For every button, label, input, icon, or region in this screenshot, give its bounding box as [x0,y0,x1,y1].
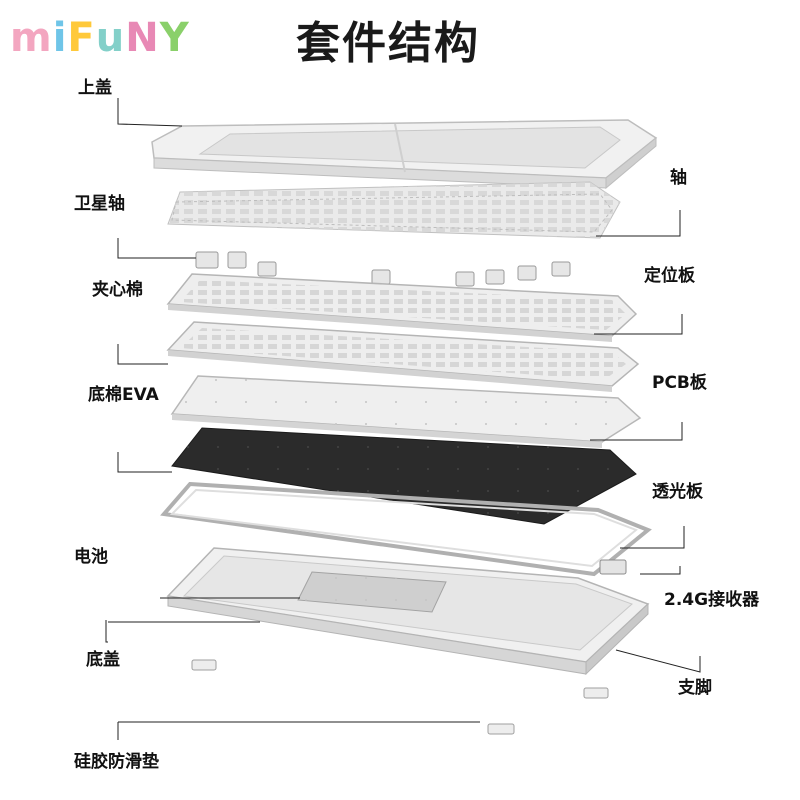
label-stabilizer: 卫星轴 [74,194,125,214]
bottom-eva-foam [171,427,637,525]
logo-letter: N [125,15,160,61]
page-title: 套件结构 [296,18,480,69]
label-diffuser: 透光板 [652,482,703,502]
bottom-case [166,547,650,676]
logo-letter: Y [159,15,190,61]
label-battery: 电池 [74,547,108,567]
sandwich-foam [166,321,640,392]
diffuser-plate [160,481,652,577]
brand-logo: miFuNY [10,18,190,58]
switches-layer [167,181,621,239]
logo-letter: m [10,15,53,61]
leader-lines [105,98,701,740]
pcb [170,375,642,448]
label-feet: 支脚 [678,678,712,698]
logo-letter: i [52,15,68,61]
silicone-pads [191,659,609,735]
label-bottom-case: 底盖 [86,650,120,670]
label-pcb: PCB板 [652,373,707,393]
logo-letter: u [95,15,126,61]
top-case [151,119,658,190]
label-silicone-pads: 硅胶防滑垫 [74,752,159,772]
logo-letter: F [67,15,96,61]
label-receiver: 2.4G接收器 [664,590,760,610]
label-plate: 定位板 [644,266,695,286]
label-top-case: 上盖 [78,78,112,98]
receiver-dongle [599,559,627,575]
label-sandwich-foam: 夹心棉 [92,280,143,300]
plate [166,273,638,342]
stabilizers [195,251,571,287]
label-switches: 轴 [670,168,687,188]
label-bottom-eva: 底棉EVA [88,385,159,405]
